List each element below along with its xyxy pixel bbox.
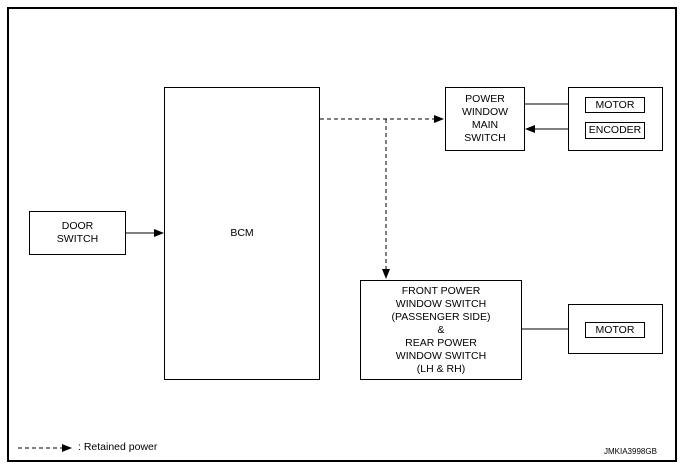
legend-label: : Retained power xyxy=(78,441,158,453)
motor-top-block: MOTOR xyxy=(585,97,645,113)
front-rear-power-window-switch-block: FRONT POWER WINDOW SWITCH (PASSENGER SID… xyxy=(360,280,522,380)
bcm-block: BCM xyxy=(164,87,320,380)
figure-id: JMKIA3998GB xyxy=(604,447,657,456)
motor-bottom-block: MOTOR xyxy=(585,322,645,338)
door-switch-block: DOOR SWITCH xyxy=(29,211,126,255)
encoder-block: ENCODER xyxy=(585,122,645,139)
diagram-frame xyxy=(7,7,677,462)
motor-encoder-group xyxy=(568,87,663,151)
power-window-main-switch-block: POWER WINDOW MAIN SWITCH xyxy=(445,87,525,151)
